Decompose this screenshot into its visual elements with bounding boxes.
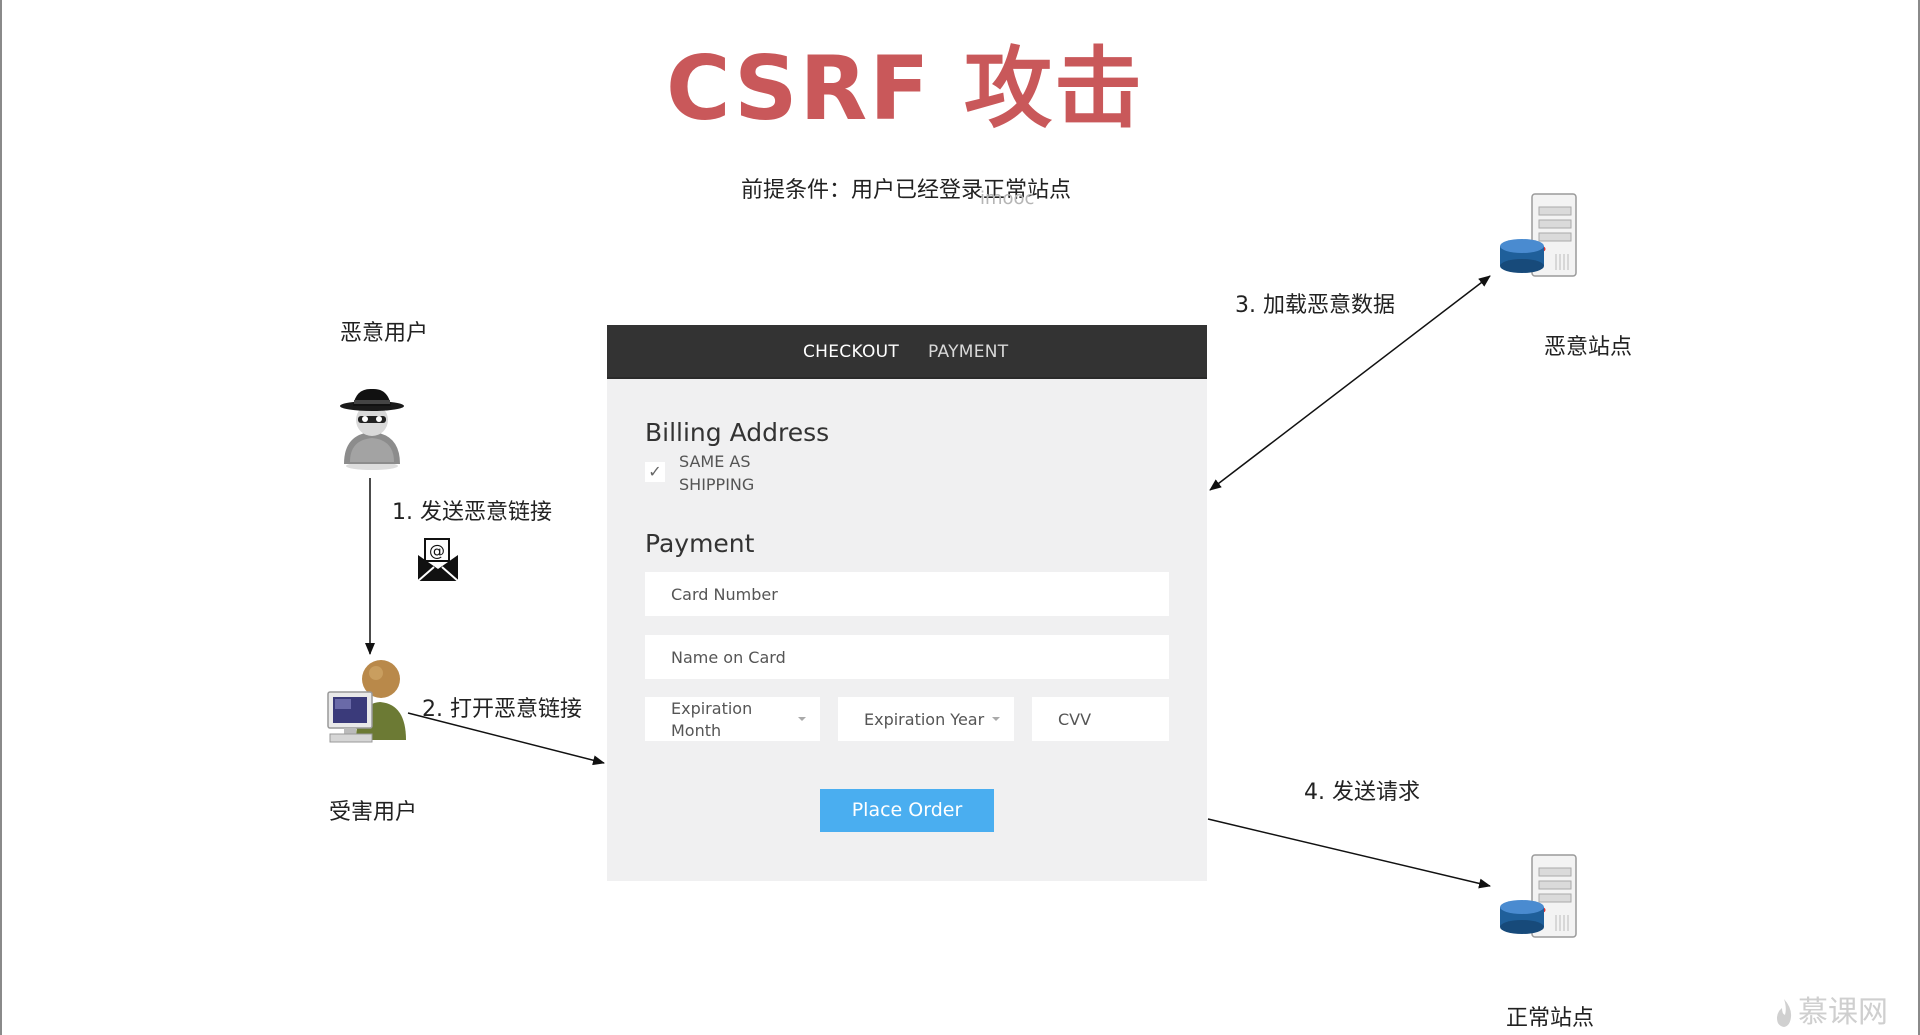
checkout-form-card: CHECKOUT PAYMENT Billing Address ✓ SAME … [607, 325, 1207, 881]
cvv-field[interactable]: CVV [1032, 697, 1169, 741]
name-on-card-field[interactable]: Name on Card [645, 635, 1169, 679]
expiration-month-select[interactable]: Expiration Month [645, 697, 820, 741]
label-step2: 2. 打开恶意链接 [422, 697, 582, 722]
label-malicious-user: 恶意用户 [340, 321, 429, 346]
arrow-step4 [1207, 818, 1491, 889]
arrow-step2 [407, 712, 605, 766]
label-step3: 3. 加载恶意数据 [1235, 293, 1395, 318]
brand-logo: 慕课网 [1774, 987, 1888, 1031]
frame-right-edge [1918, 0, 1920, 1035]
brand-name: 慕课网 [1798, 995, 1888, 1030]
label-step1: 1. 发送恶意链接 [392, 500, 552, 525]
tab-checkout[interactable]: CHECKOUT [803, 342, 900, 362]
same-as-shipping-checkbox[interactable]: ✓ [645, 462, 665, 482]
spy-icon [340, 388, 404, 470]
tab-payment[interactable]: PAYMENT [928, 342, 1009, 362]
billing-address-heading: Billing Address [645, 418, 830, 447]
watermark: imooc [980, 188, 1035, 209]
card-number-field[interactable]: Card Number [645, 572, 1169, 616]
place-order-button[interactable]: Place Order [820, 789, 994, 832]
chevron-down-icon [992, 717, 1000, 721]
card-number-placeholder: Card Number [671, 585, 778, 604]
label-malicious-site: 恶意站点 [1544, 335, 1633, 360]
precondition-text: 前提条件：用户已经登录正常站点 [740, 178, 1071, 203]
computer-user-icon [327, 660, 406, 743]
email-icon: @ [417, 538, 459, 582]
frame-left-edge [0, 0, 2, 1035]
chevron-down-icon [798, 717, 806, 721]
payment-heading: Payment [645, 529, 755, 558]
flame-icon [1777, 999, 1792, 1027]
arrow-step3 [1209, 275, 1491, 491]
checkout-header: CHECKOUT PAYMENT [607, 325, 1207, 379]
same-as-shipping-label: SAME AS SHIPPING [679, 452, 755, 494]
label-step4: 4. 发送请求 [1304, 780, 1420, 805]
expiration-year-select[interactable]: Expiration Year [838, 697, 1014, 741]
label-victim-user: 受害用户 [329, 800, 418, 825]
server-icon [1500, 854, 1577, 938]
name-on-card-placeholder: Name on Card [671, 648, 786, 667]
expiration-year-placeholder: Expiration Year [864, 710, 985, 729]
page-title: CSRF 攻击 [665, 37, 1145, 140]
server-icon [1500, 193, 1577, 277]
cvv-placeholder: CVV [1058, 710, 1092, 729]
label-normal-site: 正常站点 [1506, 1006, 1595, 1031]
svg-text:@: @ [429, 541, 445, 560]
expiration-month-placeholder: Expiration Month [671, 699, 753, 740]
